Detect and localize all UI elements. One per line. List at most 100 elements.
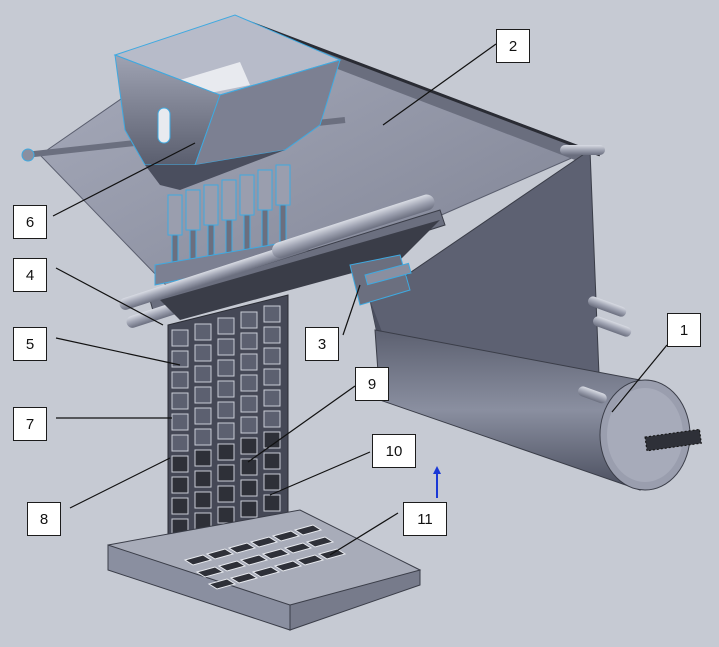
roll-shaft bbox=[644, 428, 702, 452]
dosing-units bbox=[154, 164, 301, 286]
leader-11 bbox=[329, 512, 399, 556]
pocket bbox=[194, 323, 212, 341]
pocket bbox=[171, 371, 189, 389]
doser-2 bbox=[185, 189, 201, 276]
finished-pouches bbox=[183, 524, 347, 590]
pocket bbox=[263, 494, 281, 512]
finished-pouch bbox=[195, 566, 225, 578]
finished-pouch bbox=[271, 530, 301, 542]
pocket bbox=[217, 317, 235, 335]
leader-4 bbox=[55, 267, 164, 326]
finished-pouch bbox=[205, 548, 235, 560]
pocket bbox=[263, 305, 281, 323]
finished-pouch bbox=[207, 578, 237, 590]
callout-10: 10 bbox=[372, 434, 416, 468]
callout-6: 6 bbox=[13, 205, 47, 239]
pocket bbox=[194, 344, 212, 362]
pocket bbox=[240, 479, 258, 497]
pocket bbox=[263, 410, 281, 428]
pocket bbox=[171, 413, 189, 431]
finished-pouch bbox=[273, 560, 303, 572]
callout-5: 5 bbox=[13, 327, 47, 361]
film-roll bbox=[374, 296, 702, 491]
pocket bbox=[240, 395, 258, 413]
pocket bbox=[263, 389, 281, 407]
pocket bbox=[217, 401, 235, 419]
pocket bbox=[171, 476, 189, 494]
pocket bbox=[263, 326, 281, 344]
pocket bbox=[263, 368, 281, 386]
pocket bbox=[217, 443, 235, 461]
pocket bbox=[240, 437, 258, 455]
finished-pouch bbox=[251, 566, 281, 578]
pocket bbox=[240, 311, 258, 329]
leader-9 bbox=[247, 385, 356, 463]
finished-pouch bbox=[283, 542, 313, 554]
pocket bbox=[240, 332, 258, 350]
leader-5 bbox=[55, 337, 181, 366]
pouch-strip bbox=[167, 294, 289, 546]
callout-4: 4 bbox=[13, 258, 47, 292]
callout-1: 1 bbox=[667, 313, 701, 347]
collection-plate bbox=[107, 509, 422, 631]
callout-9: 9 bbox=[355, 367, 389, 401]
pocket bbox=[194, 470, 212, 488]
finished-pouch bbox=[295, 554, 325, 566]
pocket bbox=[217, 338, 235, 356]
callout-7: 7 bbox=[13, 407, 47, 441]
pocket bbox=[171, 329, 189, 347]
pocket bbox=[263, 347, 281, 365]
pouch-pockets bbox=[171, 305, 281, 536]
pocket bbox=[171, 434, 189, 452]
hopper bbox=[113, 14, 342, 190]
leader-6 bbox=[52, 142, 196, 217]
leader-lines bbox=[52, 43, 668, 556]
pocket bbox=[263, 473, 281, 491]
callout-2: 2 bbox=[496, 29, 530, 63]
finished-pouch bbox=[293, 524, 323, 536]
finished-pouch bbox=[227, 542, 257, 554]
leader-3 bbox=[342, 284, 361, 336]
leader-1 bbox=[611, 344, 668, 413]
leader-8 bbox=[69, 457, 171, 509]
callout-11: 11 bbox=[403, 502, 447, 536]
pocket bbox=[194, 365, 212, 383]
finished-pouch bbox=[261, 548, 291, 560]
pocket bbox=[240, 500, 258, 518]
finished-pouch bbox=[305, 536, 335, 548]
pocket bbox=[217, 422, 235, 440]
guide-rollers-right bbox=[577, 296, 632, 404]
finished-pouch bbox=[229, 572, 259, 584]
pocket bbox=[171, 497, 189, 515]
pocket bbox=[194, 407, 212, 425]
finished-pouch bbox=[183, 554, 213, 566]
doser-3 bbox=[203, 184, 219, 274]
pocket bbox=[240, 458, 258, 476]
pocket bbox=[217, 464, 235, 482]
doser-4 bbox=[221, 179, 237, 271]
pocket bbox=[263, 452, 281, 470]
pocket bbox=[194, 428, 212, 446]
leader-2 bbox=[382, 43, 497, 126]
callout-3: 3 bbox=[305, 327, 339, 361]
callout-8: 8 bbox=[27, 502, 61, 536]
finished-pouch bbox=[217, 560, 247, 572]
pocket bbox=[217, 380, 235, 398]
pocket bbox=[240, 353, 258, 371]
pocket bbox=[171, 350, 189, 368]
pocket bbox=[194, 491, 212, 509]
pocket bbox=[194, 449, 212, 467]
pocket bbox=[217, 485, 235, 503]
finished-pouch bbox=[249, 536, 279, 548]
pocket bbox=[217, 359, 235, 377]
cutter-mechanism bbox=[349, 254, 412, 306]
axis-indicator bbox=[433, 466, 441, 498]
leader-10 bbox=[269, 451, 371, 496]
pocket bbox=[240, 416, 258, 434]
pocket bbox=[240, 374, 258, 392]
pocket bbox=[194, 386, 212, 404]
finished-pouch bbox=[239, 554, 269, 566]
pocket bbox=[217, 506, 235, 524]
pocket bbox=[171, 455, 189, 473]
